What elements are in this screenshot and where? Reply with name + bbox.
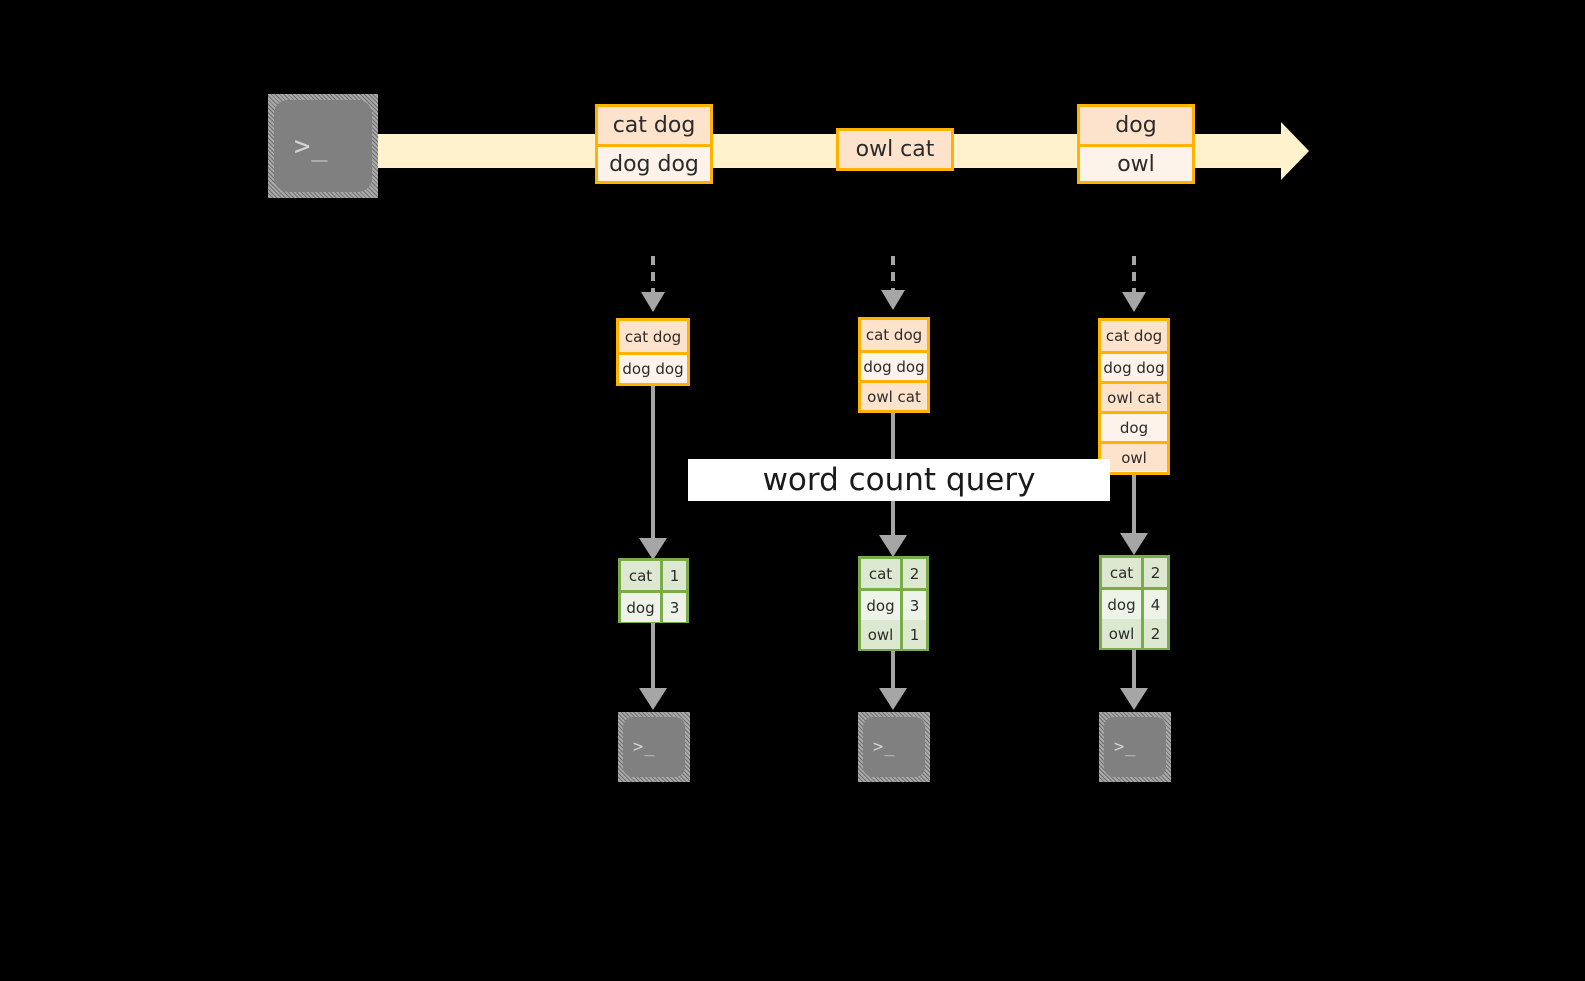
table-cell-word: cat	[621, 561, 663, 590]
snapshot-1-result-table[interactable]: cat 1 dog 3	[618, 558, 689, 623]
snapshot-input-row: cat dog	[861, 320, 927, 350]
stream-tap-connector-1	[651, 256, 655, 294]
snapshot-input-row: dog dog	[1101, 351, 1167, 381]
table-row: dog 3	[621, 590, 686, 622]
table-row: cat 1	[621, 561, 686, 590]
stream-tap-connector-2	[891, 256, 895, 292]
stream-tap-arrowhead-2	[881, 290, 905, 310]
snapshot-input-row: cat dog	[619, 321, 687, 352]
table-row: dog 4	[1102, 587, 1167, 619]
table-cell-word: dog	[861, 591, 903, 620]
table-cell-word: cat	[861, 559, 903, 588]
terminal-body	[623, 717, 685, 777]
table-cell-count: 3	[663, 593, 686, 622]
snapshot-1-input-records[interactable]: cat dog dog dog	[616, 318, 690, 386]
terminal-body	[274, 100, 372, 192]
stream-record-row: owl	[1080, 144, 1192, 181]
snapshot-2-result-table[interactable]: cat 2 dog 3 owl 1	[858, 556, 929, 651]
table-cell-count: 2	[1144, 558, 1167, 587]
table-cell-count: 1	[663, 561, 686, 590]
table-row: owl 2	[1102, 616, 1167, 648]
stream-record-row: owl cat	[839, 131, 951, 168]
stream-record-row: cat dog	[598, 107, 710, 144]
query-arrowhead-2	[879, 535, 907, 557]
table-cell-count: 1	[903, 620, 926, 649]
table-cell-word: owl	[861, 620, 903, 649]
table-cell-word: dog	[621, 593, 663, 622]
snapshot-input-row: owl	[1101, 441, 1167, 471]
table-cell-word: owl	[1102, 619, 1144, 648]
table-row: cat 2	[1102, 558, 1167, 587]
table-row: owl 1	[861, 617, 926, 649]
terminal-prompt-glyph: >_	[873, 737, 896, 757]
terminal-body	[1104, 717, 1166, 777]
stream-tap-connector-3	[1132, 256, 1136, 294]
sink-arrowhead-2	[879, 688, 907, 710]
snapshot-input-row: owl cat	[1101, 381, 1167, 411]
sink-connector-2	[891, 651, 895, 691]
sink-connector-3	[1132, 650, 1136, 691]
sink-arrowhead-1	[639, 688, 667, 710]
table-row: dog 3	[861, 588, 926, 620]
stream-tap-arrowhead-1	[641, 292, 665, 312]
sink-connector-1	[651, 623, 655, 691]
snapshot-input-row: dog	[1101, 411, 1167, 441]
stream-tap-arrowhead-3	[1122, 292, 1146, 312]
sink-terminal-icon-1[interactable]: >_	[618, 712, 690, 782]
query-arrowhead-3	[1120, 533, 1148, 555]
sink-arrowhead-3	[1120, 688, 1148, 710]
stream-arrowhead	[1281, 122, 1309, 180]
snapshot-3-input-records[interactable]: cat dog dog dog owl cat dog owl	[1098, 318, 1170, 475]
stream-record-group-2[interactable]: owl cat	[836, 128, 954, 171]
snapshot-input-row: owl cat	[861, 380, 927, 410]
table-cell-count: 2	[903, 559, 926, 588]
table-cell-count: 2	[1144, 619, 1167, 648]
table-cell-count: 4	[1144, 590, 1167, 619]
table-cell-word: dog	[1102, 590, 1144, 619]
snapshot-3-result-table[interactable]: cat 2 dog 4 owl 2	[1099, 555, 1170, 650]
query-label: word count query	[688, 459, 1110, 501]
table-cell-count: 3	[903, 591, 926, 620]
sink-terminal-icon-3[interactable]: >_	[1099, 712, 1171, 782]
terminal-prompt-glyph: >_	[294, 130, 329, 162]
query-arrowhead-1	[639, 538, 667, 560]
query-connector-3	[1132, 475, 1136, 537]
snapshot-input-row: cat dog	[1101, 321, 1167, 351]
table-row: cat 2	[861, 559, 926, 588]
snapshot-input-row: dog dog	[861, 350, 927, 380]
terminal-prompt-glyph: >_	[1114, 737, 1137, 757]
stream-record-group-3[interactable]: dog owl	[1077, 104, 1195, 184]
snapshot-input-row: dog dog	[619, 352, 687, 383]
terminal-prompt-glyph: >_	[633, 737, 656, 757]
source-terminal-icon[interactable]: >_	[268, 94, 378, 198]
snapshot-2-input-records[interactable]: cat dog dog dog owl cat	[858, 317, 930, 413]
stream-record-group-1[interactable]: cat dog dog dog	[595, 104, 713, 184]
terminal-body	[863, 717, 925, 777]
query-connector-1	[651, 386, 655, 541]
stream-record-row: dog	[1080, 107, 1192, 144]
sink-terminal-icon-2[interactable]: >_	[858, 712, 930, 782]
stream-record-row: dog dog	[598, 144, 710, 181]
table-cell-word: cat	[1102, 558, 1144, 587]
